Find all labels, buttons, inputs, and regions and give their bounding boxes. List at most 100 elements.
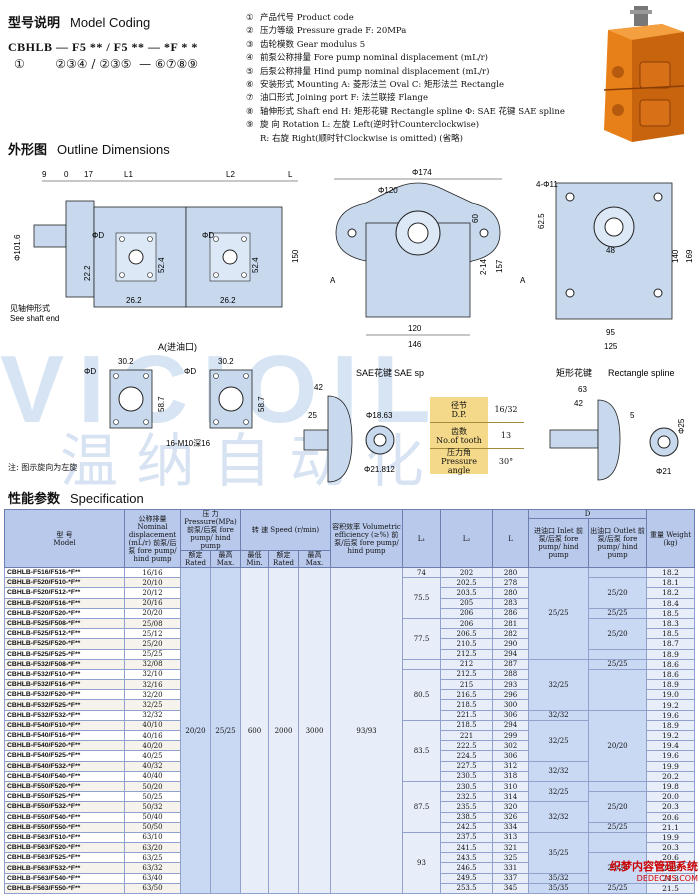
- cell-model: CBHLB-F563/F510-*F**: [4, 831, 125, 844]
- cell-L: 345: [492, 882, 530, 894]
- cell-L2: 253.5: [440, 882, 494, 894]
- dim-58-7-b: 58.7: [257, 396, 266, 412]
- cell-L2: 242.5: [440, 821, 494, 833]
- cell-L: 318: [492, 770, 530, 782]
- dim-60: 60: [471, 214, 480, 223]
- cell-displacement: 40/25: [124, 750, 181, 762]
- cell-L: 321: [492, 842, 530, 854]
- cell-weight: 18.5: [646, 628, 696, 640]
- cell-model: CBHLB-F532/F510-*F**: [4, 668, 125, 681]
- cell-L2: 227.5: [440, 760, 494, 772]
- col-pressure-max: 最高 Max.: [210, 550, 241, 568]
- cell-weight: 19.2: [646, 699, 696, 711]
- cell-displacement: 40/32: [124, 760, 181, 772]
- dim-sae-25: 25: [308, 411, 317, 420]
- cell-displacement: 63/10: [124, 831, 181, 844]
- cell-model: CBHLB-F532/F532-*F**: [4, 709, 125, 721]
- outline-title-en: Outline Dimensions: [57, 142, 170, 157]
- cell-speed-rated: 2000: [268, 567, 299, 894]
- rect-spline-title-cn: 矩形花键: [556, 367, 592, 378]
- dim-rect-42: 42: [574, 399, 583, 408]
- cell-L: 331: [492, 862, 530, 874]
- cell-L2: 218.5: [440, 699, 494, 711]
- cell-displacement: 63/40: [124, 872, 181, 884]
- col-pressure: 压 力 Pressure(MPa) 前泵/后泵 fore pump/ hind …: [180, 509, 241, 551]
- cell-inlet: 32/32: [528, 801, 590, 833]
- cell-L1: [402, 658, 442, 670]
- cell-L: 325: [492, 852, 530, 864]
- cell-displacement: 20/10: [124, 577, 181, 589]
- cell-weight: 18.3: [646, 617, 696, 630]
- cell-model: CBHLB-F532/F516-*F**: [4, 679, 125, 691]
- cell-weight: 18.5: [646, 607, 696, 619]
- side-view-drawing: 9 0 17 L1 L2 L Φ101.6 ΦD ΦD 22.2 52.4 52…: [10, 170, 300, 323]
- cell-weight: 18.9: [646, 719, 696, 732]
- cell-L1: 80.5: [402, 668, 442, 721]
- cell-L2: 202: [440, 566, 494, 579]
- cell-pressure-rated: 20/20: [180, 567, 211, 894]
- dim-169: 169: [685, 249, 694, 263]
- cell-L: 314: [492, 791, 530, 803]
- cell-inlet: 35/25: [528, 831, 590, 874]
- view-arrow-A: A: [330, 276, 336, 285]
- cell-L1: 87.5: [402, 780, 442, 833]
- cell-L: 293: [492, 679, 530, 691]
- cell-model: CBHLB-F540/F532-*F**: [4, 760, 125, 772]
- cell-weight: 18.2: [646, 587, 696, 599]
- dim-2-14: 2-14: [479, 258, 488, 275]
- cell-L: 280: [492, 566, 530, 579]
- cell-displacement: 40/16: [124, 729, 181, 742]
- dim-146: 146: [408, 340, 422, 349]
- legend-item: R: 右旋 Right(顺时针Clockwise is omitted) (省略…: [260, 133, 463, 144]
- pump-shaft: [634, 6, 648, 26]
- cell-model: CBHLB-F563/F532-*F**: [4, 862, 125, 874]
- dim-120: 120: [408, 324, 422, 333]
- cell-model: CBHLB-F540/F525-*F**: [4, 750, 125, 762]
- cell-L1: 83.5: [402, 719, 442, 782]
- inlet-title: A(进油口): [158, 341, 197, 352]
- dim-L: L: [288, 170, 293, 179]
- cell-L2: 238.5: [440, 811, 494, 823]
- cell-model: CBHLB-F540/F520-*F**: [4, 740, 125, 752]
- dim-140: 140: [671, 249, 680, 263]
- cell-L2: 218.5: [440, 719, 494, 732]
- cell-L2: 202.5: [440, 577, 494, 589]
- dim-phi101: Φ101.6: [13, 234, 22, 261]
- cell-L: 326: [492, 811, 530, 823]
- cell-displacement: 63/32: [124, 862, 181, 874]
- col-speed: 转 速 Speed (r/min): [239, 509, 332, 551]
- col-pressure-rated: 额定 Rated: [180, 550, 211, 568]
- dim-150: 150: [291, 249, 300, 263]
- cell-L: 290: [492, 638, 530, 650]
- cell-L: 299: [492, 729, 530, 742]
- model-coding-title-cn: 型号说明: [8, 16, 61, 31]
- cell-speed-max: 3000: [297, 567, 332, 894]
- cell-L2: 232.5: [440, 791, 494, 803]
- cell-L: 282: [492, 628, 530, 640]
- cell-displacement: 50/20: [124, 780, 181, 793]
- cell-L: 302: [492, 740, 530, 752]
- cell-displacement: 50/32: [124, 801, 181, 813]
- cell-outlet: 25/20: [588, 791, 648, 823]
- cell-weight: 20.3: [646, 842, 696, 854]
- cell-model: CBHLB-F540/F510-*F**: [4, 719, 125, 732]
- brand-cn: 织梦内容管理系统: [610, 860, 698, 873]
- col-speed-max: 最高 Max.: [297, 550, 332, 568]
- cell-model: CBHLB-F540/F516-*F**: [4, 729, 125, 742]
- dim-125: 125: [604, 342, 618, 351]
- cell-weight: 18.9: [646, 679, 696, 691]
- cell-weight: 19.4: [646, 740, 696, 752]
- dim-30-2-a: 30.2: [118, 357, 134, 366]
